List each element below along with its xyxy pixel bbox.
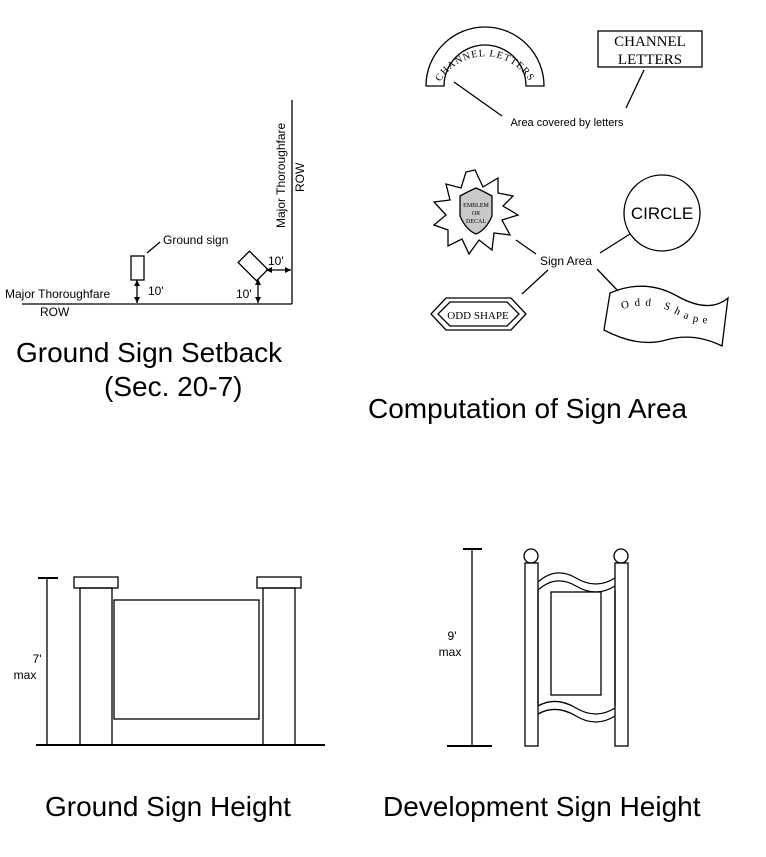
development-height-value: 9' — [448, 629, 457, 643]
development-height-unit: max — [439, 645, 462, 659]
left-pillar-cap — [73, 576, 119, 589]
odd-shape-inner — [437, 301, 520, 327]
ground-sign-label: Ground sign — [163, 233, 228, 247]
sign-area-leader-emblem — [515, 239, 537, 255]
road-label-horizontal: Major Thoroughfare — [5, 287, 110, 301]
odd-shape-label: ODD SHAPE — [447, 310, 509, 322]
development-height-diagram: 9' max Development Sign Height — [383, 548, 701, 822]
emblem-line3: DECAL — [466, 219, 486, 225]
right-pillar-cap — [256, 576, 302, 589]
channel-letters-arc-text: CHANNEL LETTERS — [433, 48, 536, 83]
top-rail-lower — [537, 580, 616, 593]
row-label-vertical: ROW — [293, 162, 307, 192]
sign-area-leader-circle — [599, 233, 631, 254]
setback-dim-c: 10' — [268, 254, 284, 268]
right-brick-pillar — [262, 587, 296, 746]
left-brick-pillar — [79, 587, 113, 746]
right-post — [614, 562, 629, 747]
setback-diagram: Major Thoroughfare ROW Major Thoroughfar… — [5, 100, 307, 402]
sign-leader-line — [146, 241, 161, 254]
row-label-horizontal: ROW — [40, 305, 70, 319]
arrowhead — [134, 297, 140, 303]
circle-sign — [623, 174, 701, 252]
setback-dim-a: 10' — [148, 284, 164, 298]
channel-letters-box — [597, 30, 703, 68]
channel-letters-arc-outline — [425, 26, 545, 87]
arrowhead — [285, 267, 291, 273]
sign-area-label: Sign Area — [540, 254, 592, 268]
emblem-line1: EMBLEM — [463, 203, 489, 209]
odd-shape-wave-text: Odd Shape — [620, 297, 713, 327]
development-sign-panel — [550, 591, 602, 696]
development-height-title: Development Sign Height — [383, 791, 701, 822]
left-post-finial — [523, 548, 539, 564]
sign-area-leader-wave — [596, 268, 619, 292]
setback-title-line1: Ground Sign Setback — [16, 337, 283, 368]
corner-sign-rect — [237, 250, 269, 282]
circle-label: CIRCLE — [631, 204, 693, 223]
bottom-rail-lower — [537, 708, 616, 723]
channel-letters-box-line1: CHANNEL — [614, 34, 686, 50]
odd-shape-outer — [430, 297, 527, 331]
ground-height-title: Ground Sign Height — [45, 791, 291, 822]
ground-height-unit: max — [14, 668, 37, 682]
odd-shape-wave-outline — [603, 285, 729, 347]
area-covered-label: Area covered by letters — [510, 117, 624, 129]
right-post-finial — [613, 548, 629, 564]
setback-dim-b: 10' — [236, 287, 252, 301]
top-rail-upper — [537, 572, 616, 585]
ground-sign-panel — [113, 599, 260, 720]
arrowhead — [266, 267, 272, 273]
setback-title-line2: (Sec. 20-7) — [104, 371, 243, 402]
ground-height-diagram: 7' max Ground Sign Height — [14, 576, 325, 822]
left-post — [524, 562, 539, 747]
arrowhead — [134, 280, 140, 286]
covered-leader-left — [453, 81, 503, 117]
covered-leader-right — [625, 69, 645, 109]
bottom-rail-upper — [537, 700, 616, 715]
sign-area-leader-octagon — [521, 269, 549, 295]
ground-height-value: 7' — [33, 652, 42, 666]
emblem-line2: OR — [472, 211, 480, 217]
emblem-starburst — [432, 169, 520, 256]
ground-sign-rect — [130, 255, 145, 281]
arrowhead — [255, 297, 261, 303]
sign-area-diagram: CHANNEL LETTERS CHANNEL LETTERS Area cov… — [368, 26, 729, 424]
channel-letters-box-line2: LETTERS — [618, 52, 682, 68]
arrowhead — [255, 279, 261, 285]
sign-area-title: Computation of Sign Area — [368, 393, 688, 424]
emblem-shield-icon — [459, 187, 493, 235]
road-label-vertical: Major Thoroughfare — [274, 123, 288, 228]
